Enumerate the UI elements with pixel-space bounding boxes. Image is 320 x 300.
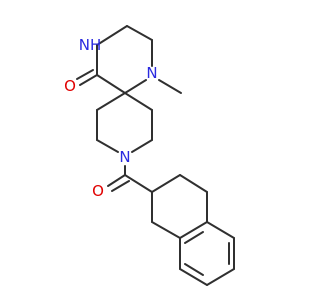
bond-c8-npip <box>96 139 119 153</box>
atom-label-layer: NH N N O O <box>64 36 158 200</box>
atom-label-n-methyl: N <box>146 64 157 82</box>
bond-ch-ch2a <box>151 174 181 193</box>
bond-ar4-ar5 <box>206 268 235 286</box>
atom-nh-hydrogen: H <box>90 36 101 54</box>
bond-spiro-c7 <box>96 92 126 111</box>
bond-layer <box>76 25 235 286</box>
bond-ar5-ar6 <box>179 268 208 286</box>
bond-ar2-ar1 <box>179 221 208 239</box>
bond-nme-spiro <box>124 79 147 94</box>
bond-acyl-co-1 <box>107 174 126 187</box>
atom-label-n-piperidine: N <box>119 148 130 166</box>
atom-label-o-lactam: O <box>64 77 76 95</box>
atom-label-o-acyl: O <box>92 182 104 200</box>
bond-acyl-ch <box>124 174 153 193</box>
bond-ar1-ar3 <box>206 221 235 239</box>
bond-arom-inner-1 <box>184 231 204 244</box>
bond-ch2a-ch2b <box>179 174 208 193</box>
bond-npip-c10 <box>131 139 153 153</box>
bond-c5-c6 <box>126 25 153 41</box>
bond-ch2c-ar2 <box>151 221 181 239</box>
molecule-structure-diagram: NH N N O O <box>64 25 235 286</box>
bond-acyl-co-2 <box>111 180 130 192</box>
bond-lactam-co-1 <box>79 74 98 86</box>
atom-nh-symbol: N <box>79 36 90 54</box>
bond-arom-inner-3 <box>184 263 204 276</box>
bond-nme-methyl <box>158 79 182 94</box>
atom-label-nh: NH <box>79 36 102 54</box>
bond-nh-c5 <box>96 25 128 46</box>
bond-lactam-co-2 <box>76 69 94 80</box>
bond-c11-spiro <box>124 92 153 111</box>
bond-spiro-carbonyl <box>96 74 126 94</box>
